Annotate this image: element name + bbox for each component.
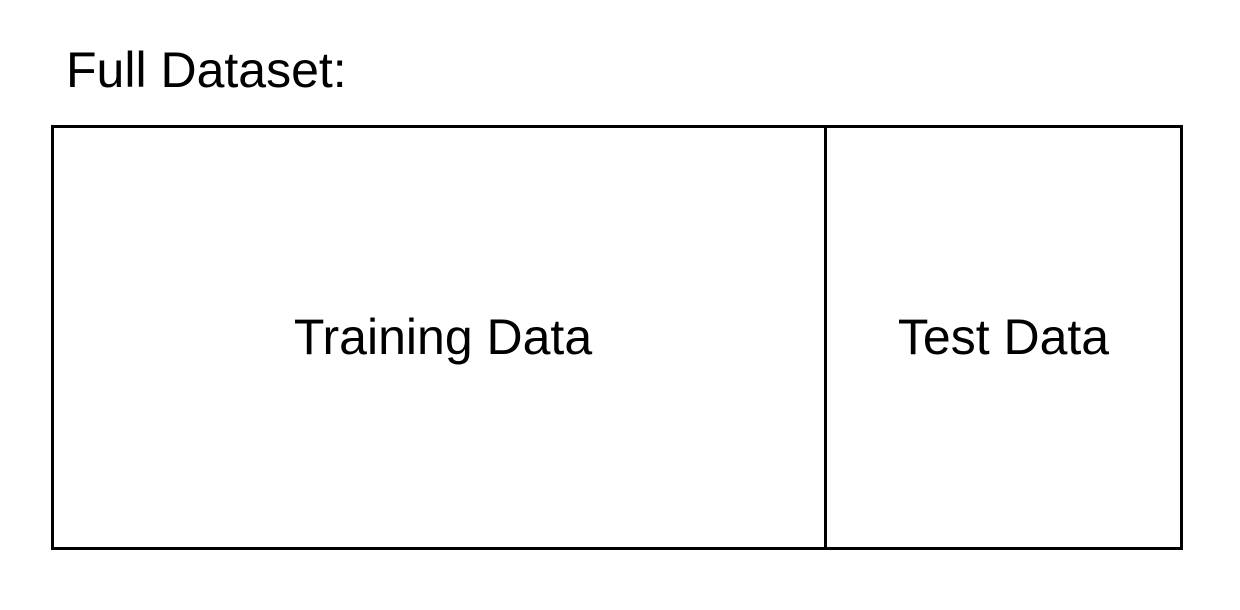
test-data-label: Test Data (897, 308, 1110, 365)
training-data-label: Training Data (293, 308, 593, 365)
full-dataset-box: Training Data Test Data (51, 125, 1183, 550)
test-data-segment: Test Data (827, 128, 1180, 547)
training-data-segment: Training Data (54, 128, 827, 547)
diagram-title: Full Dataset: (66, 42, 347, 98)
